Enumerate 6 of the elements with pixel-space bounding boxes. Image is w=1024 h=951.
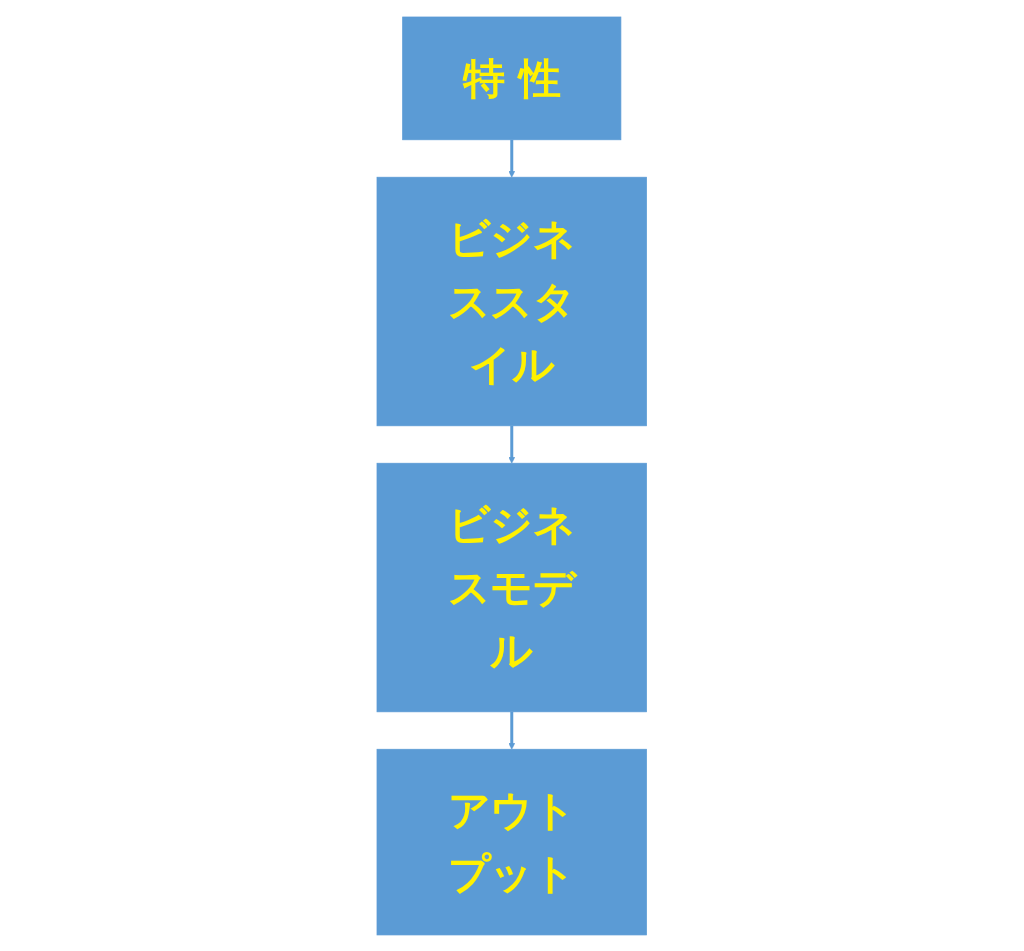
node-box: ビジネスモデル [376,462,648,712]
arrow [508,425,516,464]
node-box: ビジネススタイル [376,176,648,426]
node-box: アウトプット [376,748,648,935]
arrow [508,711,516,750]
arrow [508,139,516,178]
